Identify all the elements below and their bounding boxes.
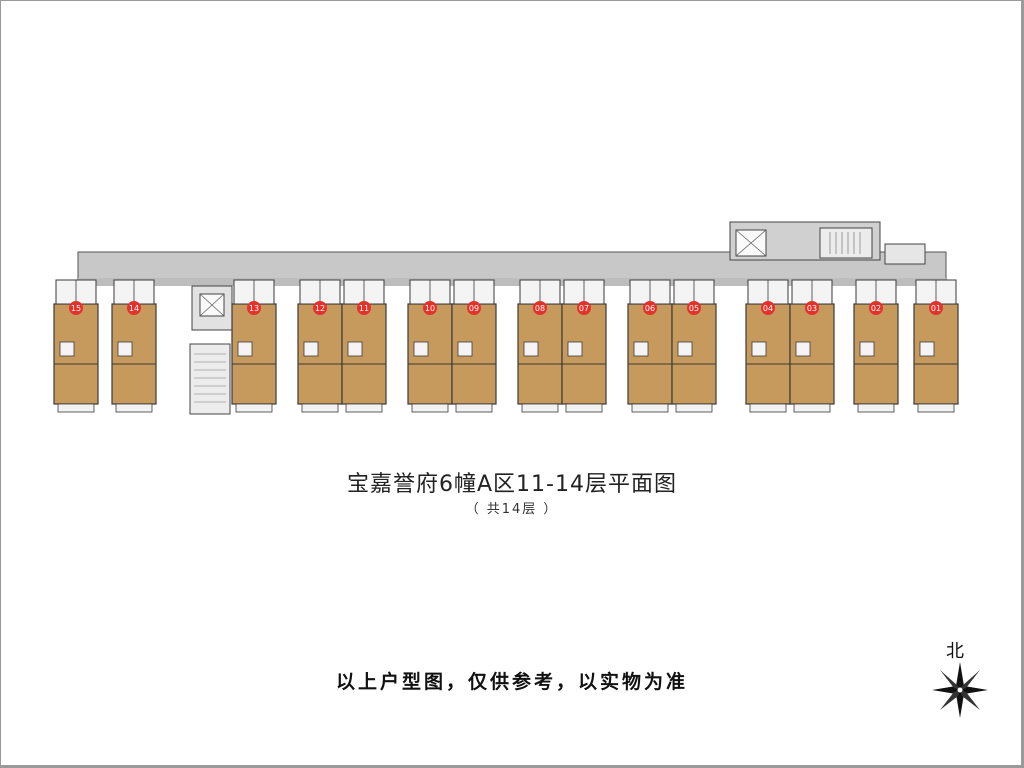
bathroom <box>859 341 875 357</box>
bathroom <box>567 341 583 357</box>
balcony <box>521 403 559 413</box>
unit-badge <box>869 301 883 315</box>
bathroom <box>413 341 429 357</box>
balcony <box>301 403 339 413</box>
unit-number: 04 <box>763 304 773 313</box>
balcony <box>57 403 95 413</box>
unit-badge <box>423 301 437 315</box>
bathroom <box>523 341 539 357</box>
unit-07: 07 <box>561 279 607 413</box>
unit-number: 10 <box>425 304 435 313</box>
unit-10: 10 <box>407 279 453 413</box>
unit-09: 09 <box>451 279 497 413</box>
unit-number: 07 <box>579 304 589 313</box>
corridor-lower <box>78 278 946 286</box>
unit-badge <box>533 301 547 315</box>
unit-01: 01 <box>913 279 959 413</box>
bathroom <box>303 341 319 357</box>
unit-badge <box>929 301 943 315</box>
unit-badge <box>69 301 83 315</box>
unit-number: 06 <box>645 304 655 313</box>
unit-12: 12 <box>297 279 343 413</box>
unit-14: 14 <box>111 279 157 413</box>
unit-number: 08 <box>535 304 545 313</box>
bathroom <box>633 341 649 357</box>
plan-title: 宝嘉誉府6幢A区11-14层平面图 <box>347 472 677 497</box>
unit-badge <box>577 301 591 315</box>
unit-06: 06 <box>627 279 673 413</box>
unit-number: 01 <box>931 304 941 313</box>
unit-number: 03 <box>807 304 817 313</box>
unit-badge <box>357 301 371 315</box>
bathroom <box>347 341 363 357</box>
unit-number: 11 <box>359 304 369 313</box>
balcony <box>675 403 713 413</box>
unit-13: 13 <box>231 279 277 413</box>
compass-icon <box>932 662 988 718</box>
unit-badge <box>761 301 775 315</box>
unit-badge <box>687 301 701 315</box>
balcony <box>565 403 603 413</box>
unit-number: 09 <box>469 304 479 313</box>
balcony <box>455 403 493 413</box>
unit-number: 12 <box>315 304 325 313</box>
balcony <box>917 403 955 413</box>
unit-05: 05 <box>671 279 717 413</box>
unit-badge <box>805 301 819 315</box>
unit-03: 03 <box>789 279 835 413</box>
bathroom <box>237 341 253 357</box>
bathroom <box>457 341 473 357</box>
units-layer: 15 14 13 12 11 10 09 08 07 06 05 04 03 02 01 <box>53 279 959 413</box>
unit-04: 04 <box>745 279 791 413</box>
unit-badge <box>127 301 141 315</box>
unit-15: 15 <box>53 279 99 413</box>
bathroom <box>795 341 811 357</box>
balcony <box>411 403 449 413</box>
stair-tower <box>729 221 926 265</box>
bathroom <box>59 341 75 357</box>
unit-badge <box>467 301 481 315</box>
unit-badge <box>643 301 657 315</box>
bathroom <box>919 341 935 357</box>
plan-subtitle: （ 共14层 ） <box>465 502 559 517</box>
unit-08: 08 <box>517 279 563 413</box>
unit-02: 02 <box>853 279 899 413</box>
balcony <box>749 403 787 413</box>
balcony <box>115 403 153 413</box>
balcony <box>345 403 383 413</box>
bathroom <box>751 341 767 357</box>
north-label: 北 <box>946 641 964 662</box>
unit-number: 15 <box>71 304 81 313</box>
balcony <box>631 403 669 413</box>
floor-plan: 15 14 13 12 11 10 09 08 07 06 05 04 03 02 01 <box>53 221 959 415</box>
unit-number: 02 <box>871 304 881 313</box>
bathroom <box>677 341 693 357</box>
unit-number: 13 <box>249 304 259 313</box>
left-core <box>189 285 233 415</box>
bathroom <box>117 341 133 357</box>
balcony <box>793 403 831 413</box>
balcony <box>235 403 273 413</box>
balcony <box>857 403 895 413</box>
unit-number: 05 <box>689 304 699 313</box>
unit-number: 14 <box>129 304 139 313</box>
disclaimer-text: 以上户型图，仅供参考，以实物为准 <box>335 671 688 693</box>
unit-badge <box>313 301 327 315</box>
unit-11: 11 <box>341 279 387 413</box>
unit-badge <box>247 301 261 315</box>
